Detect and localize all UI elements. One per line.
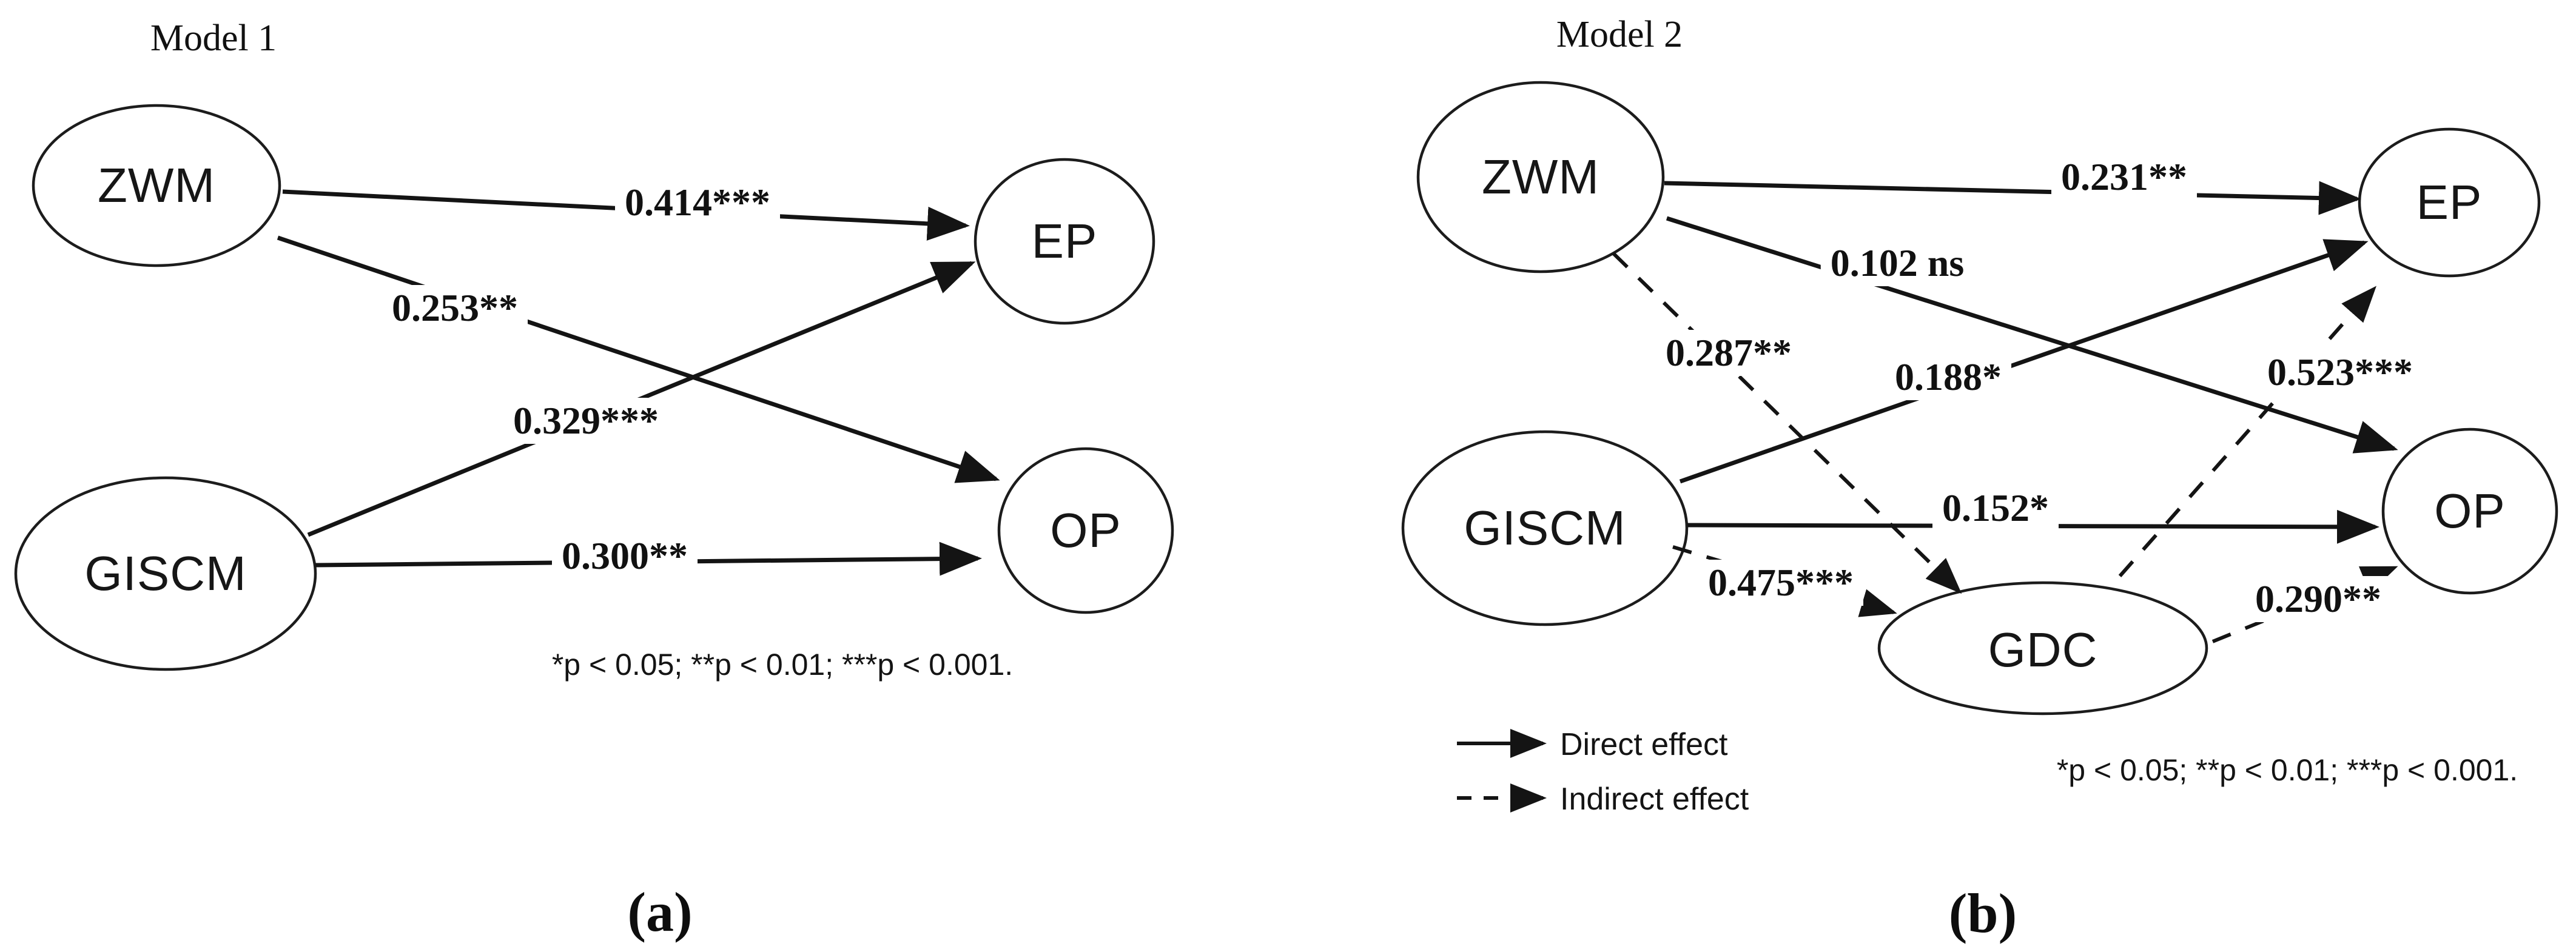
node-label-ep-a: EP [1031,214,1098,268]
node-ellipse-ep-a [974,158,1155,325]
edge-zwm-gdc-b [1612,252,1962,594]
edge-giscm-ep-b [1679,239,2369,484]
panel-a-footnote: *p < 0.05; **p < 0.01; ***p < 0.001. [551,648,1014,682]
panel-a-title: Model 1 [150,18,277,59]
panel-b-title: Model 2 [1556,14,1683,55]
node-ellipse-op-b [2381,427,2558,595]
node-label-giscm-b: GISCM [1464,501,1626,555]
coef-zwm-op-b: 0.102 ns [1820,240,1974,286]
node-label-zwm-b: ZWM [1481,150,1600,204]
legend-indirect-label: Indirect effect [1560,782,1749,817]
node-label-op-a: OP [1050,503,1122,557]
edge-zwm-ep-b [1664,181,2361,215]
coef-giscm-op-a: 0.300** [552,533,698,579]
edge-zwm-op-b [1666,216,2398,454]
coef-zwm-op-a: 0.253** [382,285,528,331]
node-label-ep-b: EP [2416,175,2483,229]
legend-direct-label: Direct effect [1560,727,1728,762]
node-label-gdc-b: GDC [1988,623,2098,677]
panel-b-footnote: *p < 0.05; **p < 0.01; ***p < 0.001. [2056,753,2518,787]
node-ellipse-zwm-a [32,104,281,267]
coef-zwm-gdc-b: 0.287** [1656,330,1801,376]
node-ellipse-giscm-b [1401,430,1689,626]
edge-gdc-ep-b [2118,286,2376,577]
coef-zwm-ep-b: 0.231** [2051,154,2197,200]
node-ellipse-zwm-b [1416,81,1665,273]
coef-giscm-ep-a: 0.329*** [503,398,668,444]
node-ellipse-op-a [997,447,1174,614]
edge-zwm-op-a [277,235,1000,483]
node-ellipse-gdc-b [1877,581,2208,716]
coef-giscm-ep-b: 0.188* [1885,354,2011,400]
node-label-giscm-a: GISCM [84,546,247,600]
coef-gdc-op-b: 0.290** [2245,576,2391,622]
coef-gdc-ep-b: 0.523*** [2258,349,2423,395]
coef-giscm-gdc-b: 0.475*** [1698,560,1863,606]
coef-giscm-op-b: 0.152* [1932,485,2059,531]
node-label-zwm-a: ZWM [97,158,216,212]
panel-a-caption: (a) [627,881,693,943]
panel-b-caption: (b) [1948,882,2017,944]
node-label-op-b: OP [2434,484,2506,538]
coef-zwm-ep-a: 0.414*** [615,179,780,226]
node-ellipse-giscm-a [14,476,317,671]
